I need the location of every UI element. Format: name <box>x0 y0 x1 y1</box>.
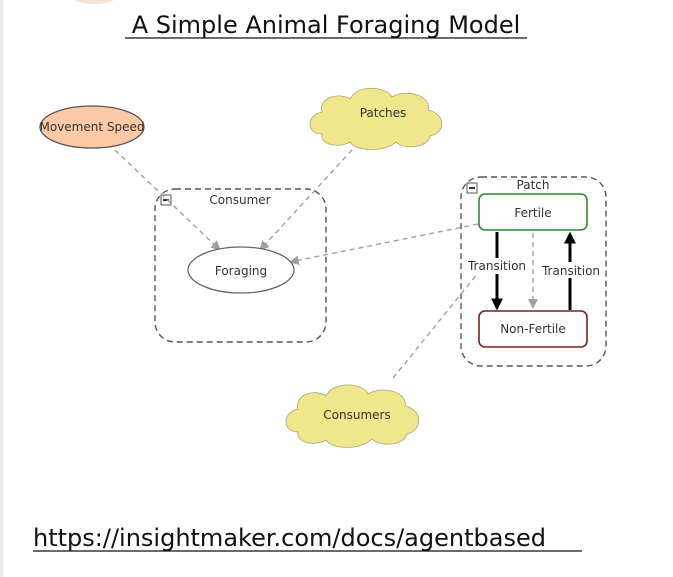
transition-up-label: Transition <box>541 264 600 278</box>
movement-speed-label: Movement Speed <box>40 120 145 134</box>
fertile-label: Fertile <box>514 206 551 220</box>
consumers-label: Consumers <box>323 408 390 422</box>
foraging-node[interactable]: Foraging <box>187 246 295 294</box>
patch-group[interactable]: Patch <box>460 176 607 367</box>
movement-speed-node[interactable]: Movement Speed <box>39 105 145 149</box>
patch-group-label: Patch <box>517 178 550 192</box>
link-consumers-to-transition[interactable] <box>392 261 488 379</box>
non-fertile-state-node[interactable]: Non-Fertile <box>478 310 588 348</box>
docs-link[interactable]: https://insightmaker.com/docs/agentbased <box>33 524 546 552</box>
transition-down-label-bg <box>466 258 528 274</box>
consumers-cloud-node[interactable]: Consumers <box>285 384 420 448</box>
foraging-label: Foraging <box>215 264 267 278</box>
link-movement-to-foraging[interactable] <box>114 149 221 251</box>
link-fertile-to-foraging[interactable] <box>289 223 479 266</box>
patches-label: Patches <box>360 106 407 120</box>
consumer-group-label: Consumer <box>209 193 270 207</box>
corner-decoration <box>70 0 118 4</box>
patch-collapse-icon[interactable] <box>466 182 478 194</box>
fertile-state-node[interactable]: Fertile <box>478 193 588 231</box>
page-title: A Simple Animal Foraging Model <box>132 11 521 39</box>
left-edge-rule <box>0 0 3 577</box>
link-patches-to-foraging[interactable] <box>259 149 353 251</box>
consumer-collapse-icon[interactable] <box>160 194 172 206</box>
transition-up-label-bg <box>539 262 603 278</box>
patches-cloud-node[interactable]: Patches <box>309 87 443 150</box>
consumer-group[interactable]: Consumer <box>154 188 327 343</box>
transition-down-label: Transition <box>467 259 526 273</box>
non-fertile-label: Non-Fertile <box>500 322 566 336</box>
